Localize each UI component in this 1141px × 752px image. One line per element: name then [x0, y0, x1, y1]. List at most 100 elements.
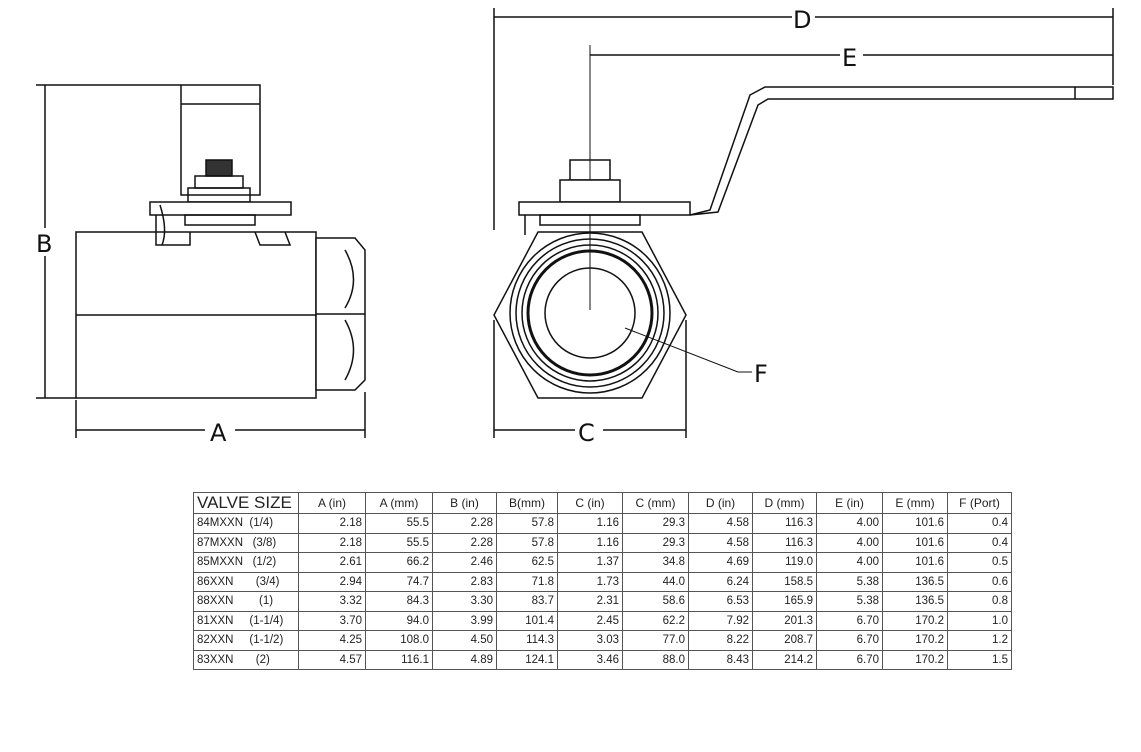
value-cell: 0.8: [947, 591, 1012, 612]
value-cell: 58.6: [622, 591, 689, 612]
label-C: C: [578, 419, 595, 447]
value-cell: 62.2: [622, 610, 689, 631]
value-cell: 57.8: [496, 532, 558, 553]
valve-size-cell: 88XXN (1): [193, 591, 299, 612]
value-cell: 101.6: [882, 552, 948, 573]
value-cell: 34.8: [622, 552, 689, 573]
valve-size-cell: 81XXN (1-1/4): [193, 610, 299, 631]
value-cell: 4.89: [432, 649, 497, 670]
value-cell: 101.4: [496, 610, 558, 631]
value-cell: 1.2: [947, 630, 1012, 651]
value-cell: 116.3: [752, 513, 817, 534]
column-header: A (mm): [365, 492, 433, 514]
label-E: E: [842, 44, 857, 72]
value-cell: 0.4: [947, 532, 1012, 553]
value-cell: 3.03: [557, 630, 623, 651]
value-cell: 119.0: [752, 552, 817, 573]
value-cell: 1.16: [557, 532, 623, 553]
value-cell: 77.0: [622, 630, 689, 651]
value-cell: 88.0: [622, 649, 689, 670]
column-header: D (in): [688, 492, 753, 514]
label-D: D: [793, 6, 811, 34]
value-cell: 208.7: [752, 630, 817, 651]
valve-size-cell: 82XXN (1-1/2): [193, 630, 299, 651]
value-cell: 2.94: [298, 571, 366, 592]
value-cell: 4.00: [816, 552, 883, 573]
value-cell: 4.50: [432, 630, 497, 651]
value-cell: 6.70: [816, 630, 883, 651]
column-header: E (mm): [882, 492, 948, 514]
value-cell: 83.7: [496, 591, 558, 612]
value-cell: 116.1: [365, 649, 433, 670]
value-cell: 170.2: [882, 649, 948, 670]
value-cell: 2.61: [298, 552, 366, 573]
value-cell: 2.28: [432, 513, 497, 534]
value-cell: 94.0: [365, 610, 433, 631]
value-cell: 4.58: [688, 513, 753, 534]
value-cell: 62.5: [496, 552, 558, 573]
value-cell: 2.18: [298, 513, 366, 534]
value-cell: 55.5: [365, 513, 433, 534]
value-cell: 1.0: [947, 610, 1012, 631]
column-header: B (in): [432, 492, 497, 514]
value-cell: 3.32: [298, 591, 366, 612]
value-cell: 108.0: [365, 630, 433, 651]
value-cell: 1.5: [947, 649, 1012, 670]
value-cell: 158.5: [752, 571, 817, 592]
value-cell: 101.6: [882, 532, 948, 553]
label-F: F: [754, 360, 768, 388]
value-cell: 2.45: [557, 610, 623, 631]
value-cell: 170.2: [882, 610, 948, 631]
value-cell: 114.3: [496, 630, 558, 651]
value-cell: 57.8: [496, 513, 558, 534]
column-header: VALVE SIZE: [193, 492, 299, 514]
side-view: [75, 84, 366, 399]
value-cell: 2.18: [298, 532, 366, 553]
value-cell: 201.3: [752, 610, 817, 631]
value-cell: 84.3: [365, 591, 433, 612]
value-cell: 4.57: [298, 649, 366, 670]
valve-size-cell: 87MXXN (3/8): [193, 532, 299, 553]
value-cell: 3.70: [298, 610, 366, 631]
value-cell: 214.2: [752, 649, 817, 670]
value-cell: 3.46: [557, 649, 623, 670]
value-cell: 1.37: [557, 552, 623, 573]
value-cell: 44.0: [622, 571, 689, 592]
value-cell: 55.5: [365, 532, 433, 553]
value-cell: 1.16: [557, 513, 623, 534]
value-cell: 116.3: [752, 532, 817, 553]
value-cell: 5.38: [816, 591, 883, 612]
value-cell: 124.1: [496, 649, 558, 670]
value-cell: 3.99: [432, 610, 497, 631]
dimension-F: F: [624, 327, 768, 388]
value-cell: 7.92: [688, 610, 753, 631]
value-cell: 2.83: [432, 571, 497, 592]
column-header: B(mm): [496, 492, 558, 514]
value-cell: 2.46: [432, 552, 497, 573]
valve-size-cell: 84MXXN (1/4): [193, 513, 299, 534]
value-cell: 71.8: [496, 571, 558, 592]
dimension-A: A: [75, 392, 366, 447]
dimension-D: D: [493, 6, 1114, 230]
value-cell: 1.73: [557, 571, 623, 592]
value-cell: 6.70: [816, 610, 883, 631]
value-cell: 4.00: [816, 532, 883, 553]
value-cell: 0.4: [947, 513, 1012, 534]
valve-size-cell: 86XXN (3/4): [193, 571, 299, 592]
value-cell: 136.5: [882, 591, 948, 612]
valve-size-cell: 83XXN (2): [193, 649, 299, 670]
column-header: C (mm): [622, 492, 689, 514]
value-cell: 101.6: [882, 513, 948, 534]
dimension-C: C: [493, 320, 687, 447]
value-cell: 6.24: [688, 571, 753, 592]
value-cell: 0.6: [947, 571, 1012, 592]
value-cell: 4.69: [688, 552, 753, 573]
value-cell: 4.58: [688, 532, 753, 553]
